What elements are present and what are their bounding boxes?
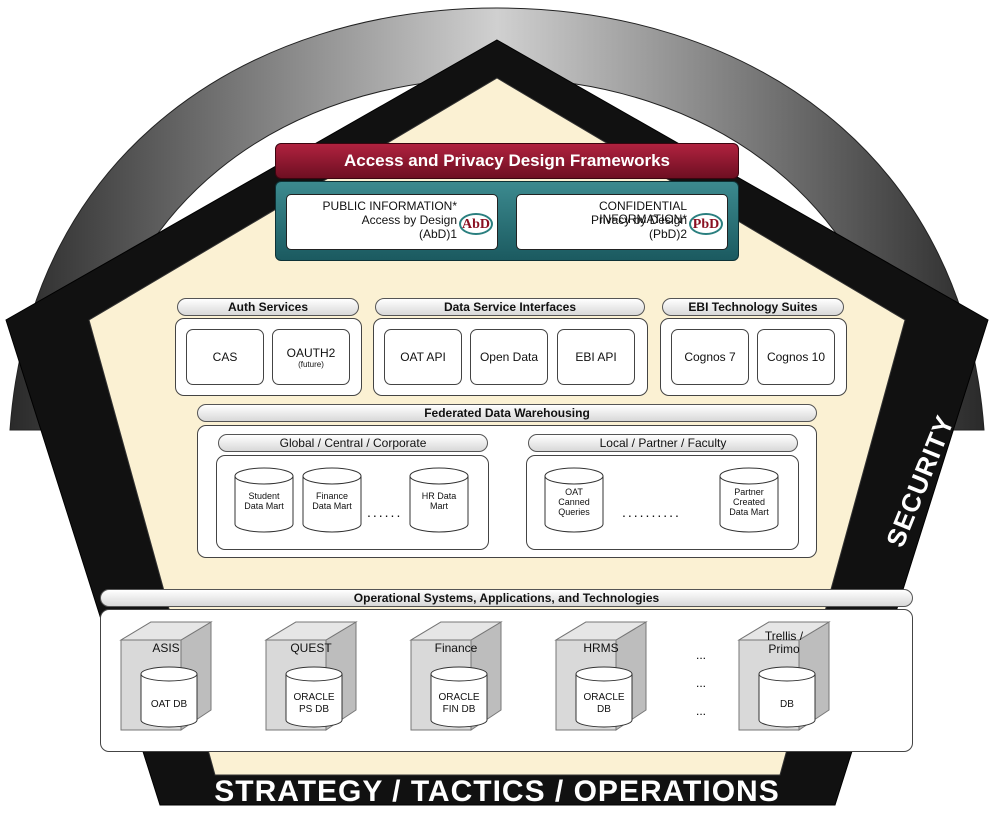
data-service-interfaces-title: Data Service Interfaces — [375, 298, 645, 316]
partner-datamart-cylinder — [719, 467, 779, 533]
hr-datamart-cylinder — [409, 467, 469, 533]
global-ellipsis: ...... — [367, 504, 403, 520]
global-central-corporate-title: Global / Central / Corporate — [218, 434, 488, 452]
ebi-api-label: EBI API — [575, 350, 617, 364]
system-name-label: Trellis / — [765, 629, 804, 643]
student-datamart-line1: Student — [248, 491, 280, 501]
oauth2-box: OAUTH2 (future) — [272, 329, 350, 385]
frameworks-title: Access and Privacy Design Frameworks — [275, 143, 739, 179]
ops-ellipsis-1: ... — [696, 648, 707, 662]
oat-queries-line3: Queries — [558, 507, 590, 517]
system-name-label: HRMS — [583, 641, 618, 655]
frameworks-panel: PUBLIC INFORMATION* Access by Design (Ab… — [275, 181, 739, 261]
public-line3: (AbD)1 — [418, 227, 457, 241]
db-label: ORACLE — [438, 692, 479, 703]
db-label: ORACLE — [583, 692, 624, 703]
federated-data-warehousing-panel: Global / Central / Corporate Student D — [197, 425, 817, 558]
global-datamarts — [234, 467, 469, 533]
public-line2: Access by Design — [361, 213, 457, 227]
local-datamarts — [544, 467, 779, 533]
hr-datamart-label: HR Data Mart — [410, 491, 468, 511]
system-name-label: Primo — [768, 642, 800, 656]
cognos7-label: Cognos 7 — [684, 350, 736, 364]
oat-api-box: OAT API — [384, 329, 462, 385]
system-name-label: ASIS — [152, 641, 179, 655]
cognos10-box: Cognos 10 — [757, 329, 835, 385]
ebi-api-box: EBI API — [557, 329, 635, 385]
hr-datamart-line2: Mart — [430, 501, 448, 511]
db-label: PS DB — [299, 704, 329, 715]
governance-arch — [9, 7, 985, 431]
confidential-information-card: CONFIDENTIAL INFORMATION* Privacy by Des… — [516, 194, 728, 250]
oat-canned-queries-cylinder — [544, 467, 604, 533]
partner-datamart-line3: Data Mart — [729, 507, 769, 517]
local-partner-faculty-title: Local / Partner / Faculty — [528, 434, 798, 452]
db-label: FIN DB — [443, 704, 476, 715]
hr-datamart-line1: HR Data — [421, 491, 457, 501]
ebi-technology-suites-title: EBI Technology Suites — [662, 298, 844, 316]
operational-systems-title: Operational Systems, Applications, and T… — [100, 589, 913, 607]
system-name-label: QUEST — [290, 641, 332, 655]
system-name-label: Finance — [435, 641, 478, 655]
public-information-card: PUBLIC INFORMATION* Access by Design (Ab… — [286, 194, 498, 250]
open-data-label: Open Data — [479, 350, 539, 364]
oauth2-note: (future) — [298, 359, 324, 369]
oat-queries-line2: Canned — [558, 497, 590, 507]
confidential-line1: CONFIDENTIAL INFORMATION* — [598, 199, 687, 226]
db-label: DB — [780, 699, 794, 710]
finance-datamart-line2: Data Mart — [312, 501, 352, 511]
ebi-technology-suites-panel: Cognos 7 Cognos 10 — [660, 318, 847, 396]
cognos7-box: Cognos 7 — [671, 329, 749, 385]
ops-ellipsis-2: ... — [696, 676, 707, 690]
student-datamart-cylinder — [234, 467, 294, 533]
ops-ellipsis-3: ... — [696, 704, 707, 718]
confidential-line2: Privacy by Design — [590, 213, 687, 227]
db-label: DB — [597, 704, 611, 715]
federated-data-warehousing-title: Federated Data Warehousing — [197, 404, 817, 422]
pbd-logo: PbD — [689, 213, 723, 235]
partner-datamart-line1: Partner — [734, 487, 764, 497]
finance-datamart-cylinder — [302, 467, 362, 533]
oat-canned-queries-label: OAT Canned Queries — [545, 487, 603, 517]
strategy-label: STRATEGY / TACTICS / OPERATIONS — [214, 775, 780, 808]
finance-datamart-line1: Finance — [315, 491, 349, 501]
global-panel: Student Data Mart Finance Data Mart HR D… — [216, 455, 489, 550]
cognos10-label: Cognos 10 — [766, 350, 826, 364]
abd-logo: AbD — [459, 213, 493, 235]
partner-datamart-label: Partner Created Data Mart — [720, 487, 778, 517]
oat-api-label: OAT API — [400, 350, 446, 364]
db-label: OAT DB — [151, 699, 188, 710]
partner-datamart-line2: Created — [732, 497, 766, 507]
local-panel: OAT Canned Queries Partner Created Data … — [526, 455, 799, 550]
data-service-interfaces-panel: OAT API Open Data EBI API — [373, 318, 648, 396]
public-line1: PUBLIC INFORMATION* — [322, 199, 457, 213]
system-asis: ASIS OAT DB — [119, 621, 213, 731]
auth-services-panel: CAS OAUTH2 (future) — [175, 318, 362, 396]
auth-services-title: Auth Services — [177, 298, 359, 316]
student-datamart-line2: Data Mart — [244, 501, 284, 511]
cas-label: CAS — [212, 350, 238, 364]
confidential-line3: (PbD)2 — [648, 227, 687, 241]
local-ellipsis: .......... — [622, 504, 681, 520]
student-datamart-label: Student Data Mart — [235, 491, 293, 511]
db-label: ORACLE — [293, 692, 334, 703]
finance-datamart-label: Finance Data Mart — [303, 491, 361, 511]
cas-box: CAS — [186, 329, 264, 385]
open-data-box: Open Data — [470, 329, 548, 385]
oat-queries-line1: OAT — [565, 487, 583, 497]
oauth2-label: OAUTH2 — [286, 345, 336, 360]
